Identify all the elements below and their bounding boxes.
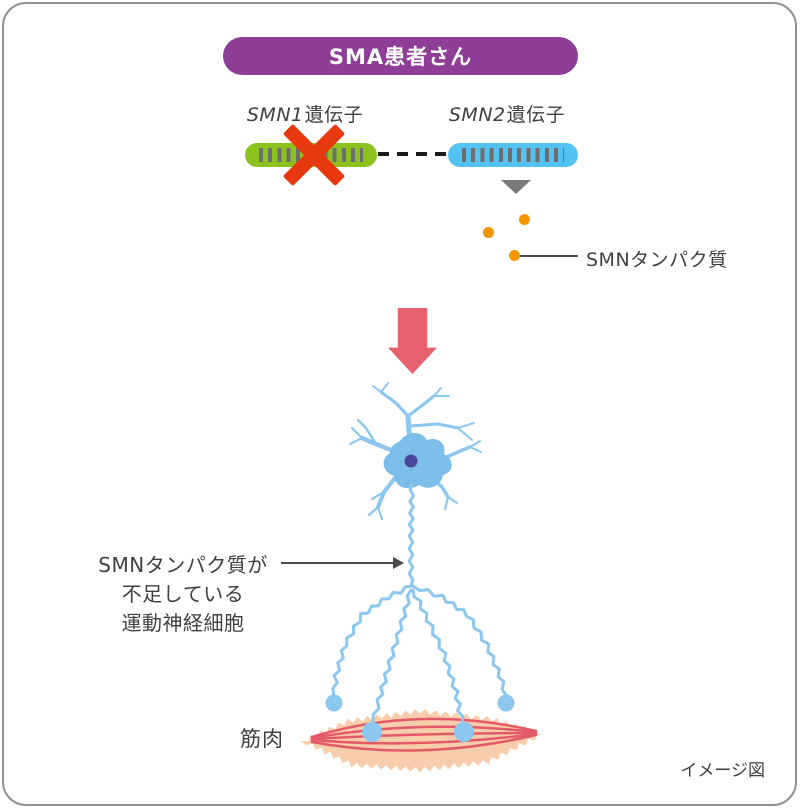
gene2-stripes-pattern xyxy=(462,148,564,162)
gene2-name: SMN2 xyxy=(448,104,506,126)
protein-dot xyxy=(483,227,494,238)
header-pill: SMA患者さん xyxy=(223,37,578,75)
caption-arrow-line xyxy=(281,562,394,564)
neuron-caption-line: 不足している xyxy=(121,582,245,606)
protein-leader-line xyxy=(520,255,578,257)
header-title: SMA患者さん xyxy=(328,45,473,69)
gene2-suffix: 遺伝子 xyxy=(506,104,566,126)
gene2-capsule xyxy=(448,143,578,167)
protein-dot xyxy=(519,214,530,225)
gene1-label: SMN1遺伝子 xyxy=(220,100,390,127)
neuron-caption: SMNタンパク質が 不足している 運動神経細胞 xyxy=(78,551,288,638)
protein-label: SMNタンパク質 xyxy=(586,249,728,271)
protein-dot xyxy=(509,250,520,261)
neuron-caption-line: SMNタンパク質が xyxy=(98,553,268,577)
footnote: イメージ図 xyxy=(680,761,765,781)
caption-arrow-head xyxy=(393,557,404,569)
gene1-name: SMN1 xyxy=(246,104,304,126)
muscle-label: 筋肉 xyxy=(240,727,284,751)
down-triangle-icon xyxy=(501,180,531,194)
x-cross-icon xyxy=(277,118,351,192)
gene2-label: SMN2遺伝子 xyxy=(422,100,592,127)
neuron-caption-line: 運動神経細胞 xyxy=(121,611,245,635)
dashed-connector xyxy=(378,152,450,156)
gene1-suffix: 遺伝子 xyxy=(304,104,364,126)
